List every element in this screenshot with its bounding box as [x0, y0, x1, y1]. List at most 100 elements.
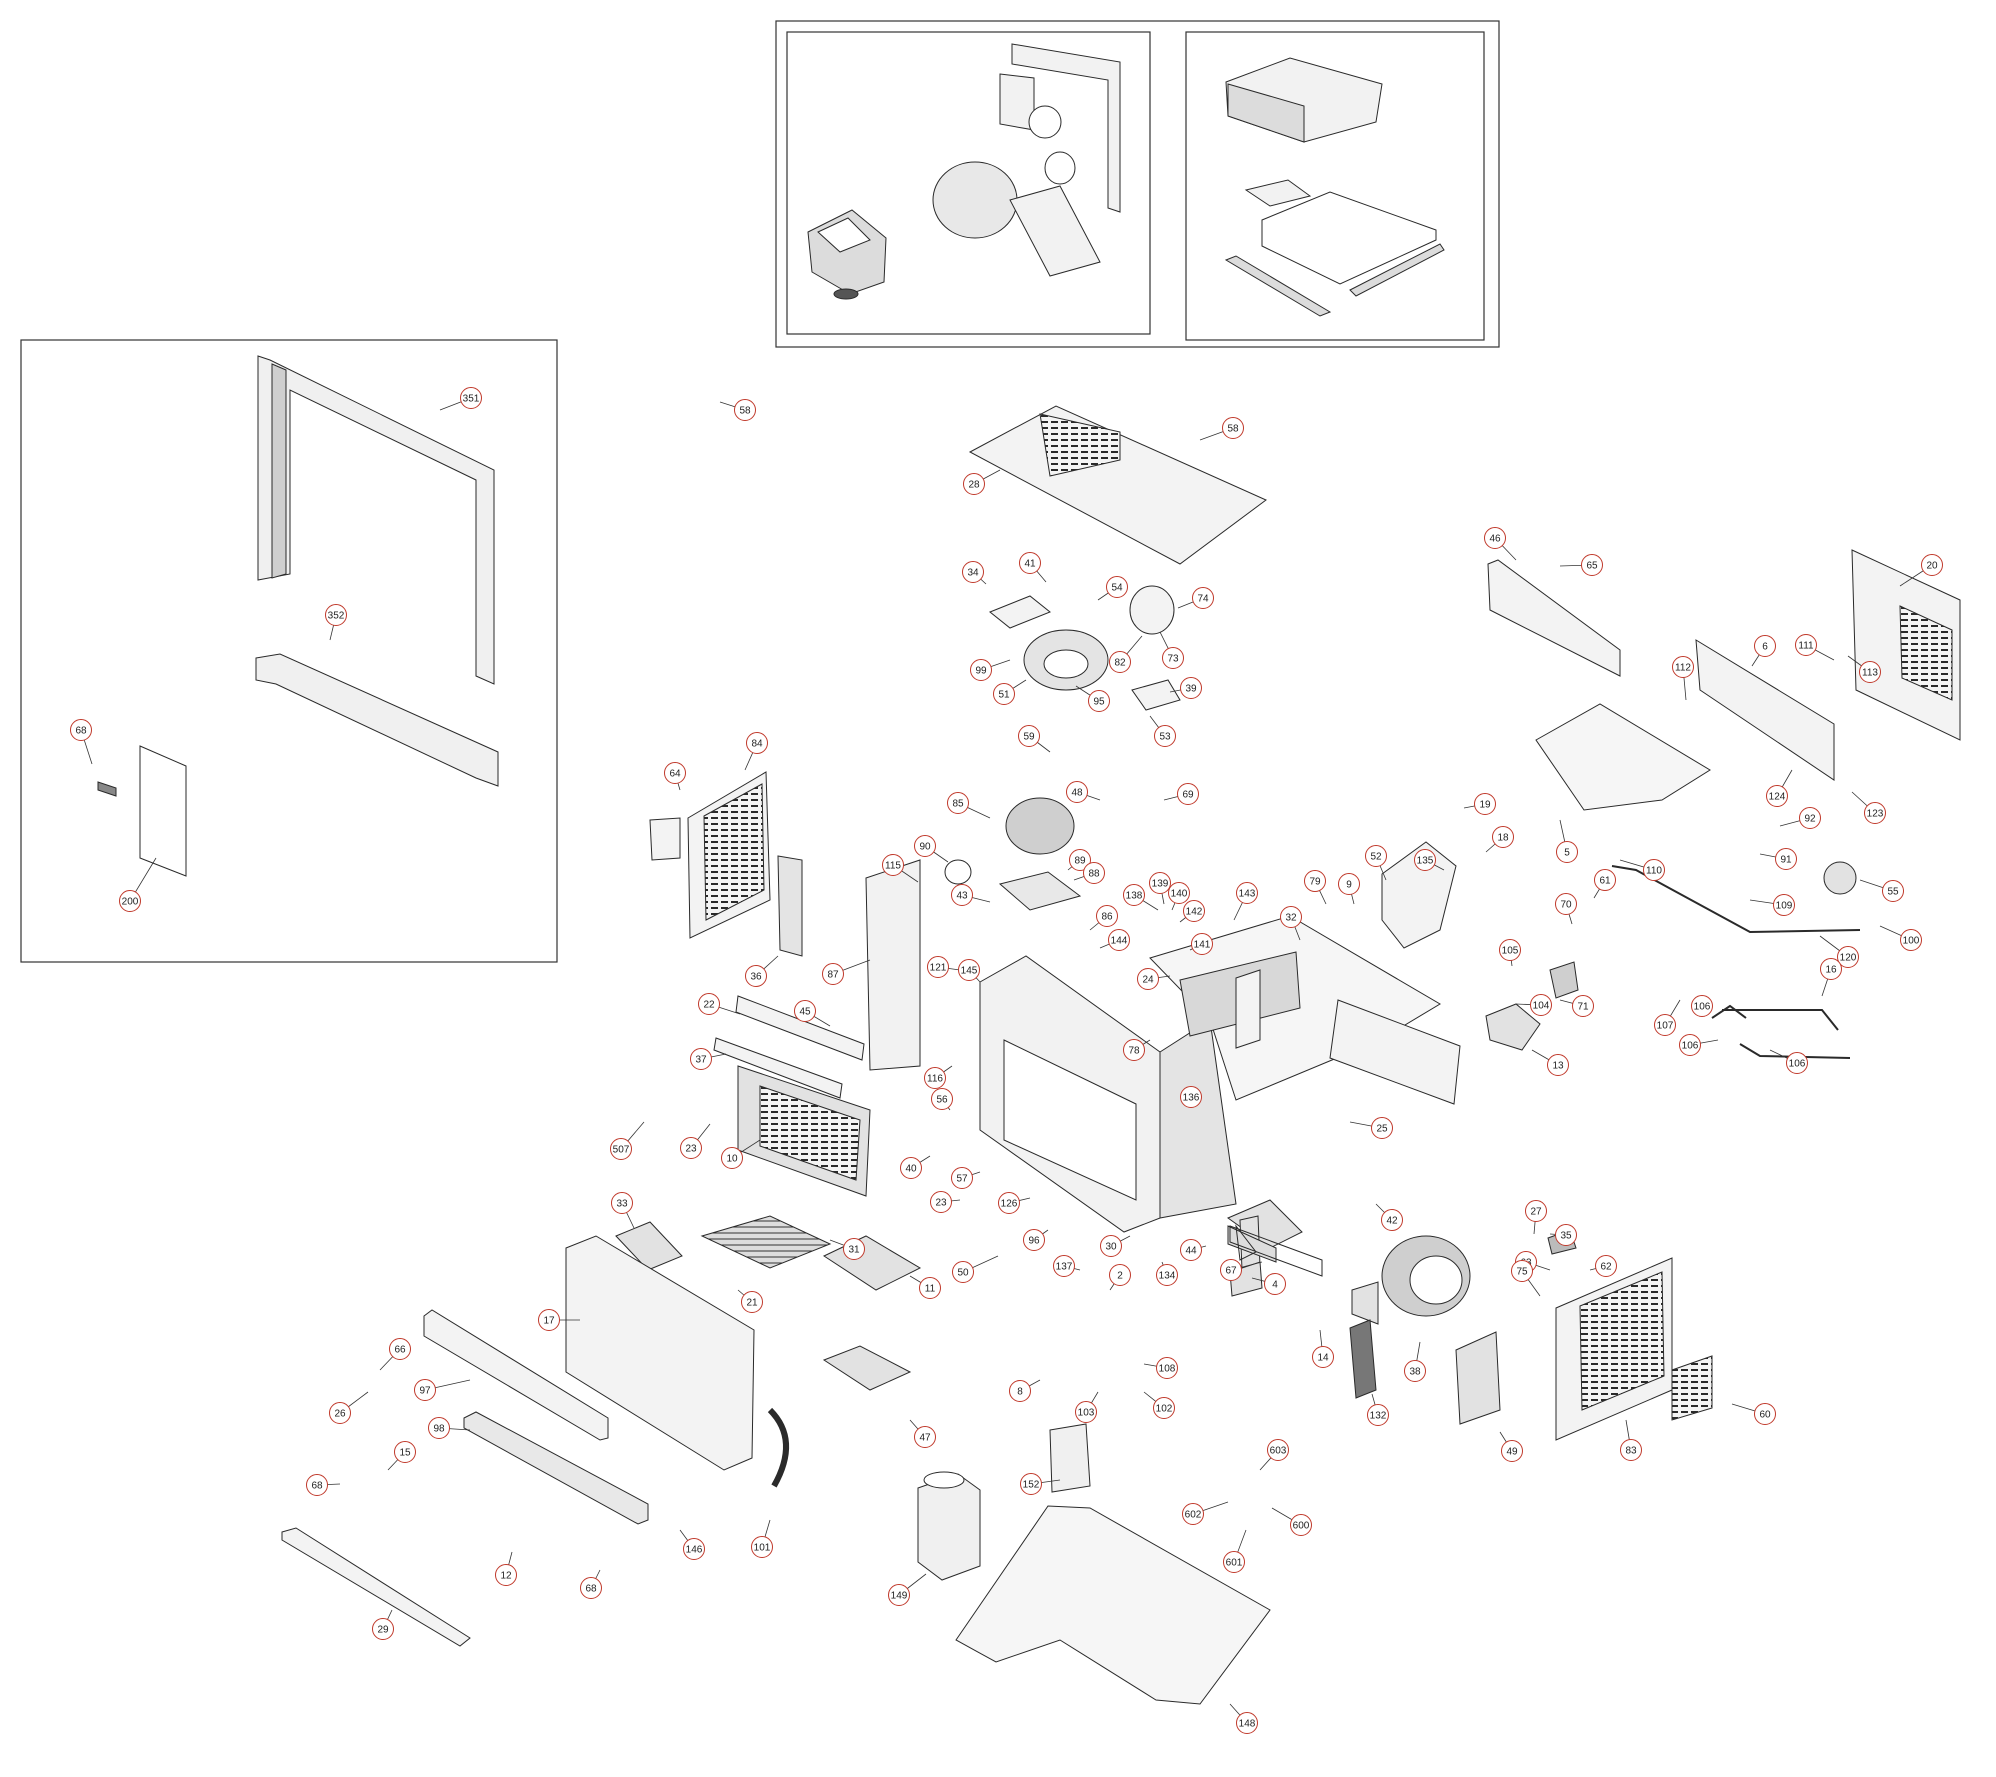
callout-35: 35 [1549, 1224, 1577, 1246]
callout-106: 106 [1769, 1049, 1808, 1074]
callout-circle [741, 1291, 763, 1313]
callout-circle [914, 835, 936, 857]
part-number: 51 [998, 690, 1010, 701]
part-number: 138 [1126, 891, 1143, 902]
callout-circle [1492, 826, 1514, 848]
callout-109: 109 [1749, 894, 1795, 916]
callout-97: 97 [414, 1379, 471, 1401]
part-number: 52 [1370, 852, 1382, 863]
callout-circle [746, 732, 768, 754]
callout-110: 110 [1619, 859, 1665, 881]
part-number: 38 [1409, 1367, 1421, 1378]
part-number: 26 [334, 1409, 346, 1420]
callout-92: 92 [1779, 807, 1821, 829]
callout-91: 91 [1759, 848, 1797, 870]
part-number: 17 [543, 1316, 555, 1327]
callout-68: 68 [580, 1569, 602, 1599]
part-number: 97 [419, 1386, 431, 1397]
part-number: 2 [1117, 1271, 1123, 1282]
callout-106: 106 [1691, 995, 1713, 1017]
callout-14: 14 [1312, 1329, 1334, 1368]
callout-26: 26 [329, 1391, 369, 1424]
callout-circle [1109, 1264, 1131, 1286]
callout-9: 9 [1338, 873, 1360, 905]
part-number: 14 [1317, 1353, 1329, 1364]
part-number: 142 [1186, 907, 1203, 918]
callout-90: 90 [914, 835, 949, 863]
callout-circle [1530, 994, 1552, 1016]
part-number: 88 [1088, 869, 1100, 880]
callout-47: 47 [909, 1419, 936, 1448]
callout-circle [1594, 869, 1616, 891]
callout-circle [1620, 1439, 1642, 1461]
part-number: 46 [1489, 534, 1501, 545]
part-number: 44 [1185, 1246, 1197, 1257]
part-number: 8 [1017, 1387, 1023, 1398]
part-number: 109 [1776, 901, 1793, 912]
part-number: 98 [433, 1424, 445, 1435]
part-number: 6 [1762, 642, 1768, 653]
part-number: 18 [1497, 833, 1509, 844]
callout-124: 124 [1766, 769, 1793, 807]
callout-circle [1556, 841, 1578, 863]
callout-circle [611, 1192, 633, 1214]
callout-circle [1799, 807, 1821, 829]
callout-15: 15 [387, 1441, 416, 1471]
callout-54: 54 [1097, 576, 1128, 601]
callout-circle [1511, 1260, 1533, 1282]
callout-circle [919, 1277, 941, 1299]
inset-blower-box [807, 209, 887, 300]
callout-circle [329, 1402, 351, 1424]
part-number: 90 [919, 842, 931, 853]
part-number: 87 [827, 970, 839, 981]
callout-70: 70 [1555, 893, 1577, 925]
callout-101: 101 [751, 1519, 773, 1558]
callout-circle [1280, 906, 1302, 928]
callout-circle [70, 719, 92, 741]
callout-30: 30 [1100, 1235, 1131, 1257]
callout-circle [1859, 661, 1881, 683]
part-number: 124 [1769, 792, 1786, 803]
callout-circle [538, 1309, 560, 1331]
callout-circle [1023, 1229, 1045, 1251]
callout-circle [1053, 1255, 1075, 1277]
callout-circle [1096, 905, 1118, 927]
callout-circle [1921, 554, 1943, 576]
part-number: 9 [1346, 880, 1352, 891]
part-number: 200 [122, 897, 139, 908]
part-number: 21 [746, 1298, 758, 1309]
callout-circle [947, 792, 969, 814]
firebox-body [865, 859, 1461, 1233]
callout-circle [372, 1618, 394, 1640]
part-number: 22 [703, 1000, 715, 1011]
callout-41: 41 [1019, 552, 1047, 583]
part-number: 106 [1694, 1002, 1711, 1013]
callout-circle [1083, 862, 1105, 884]
callout-11: 11 [909, 1275, 941, 1299]
callout-25: 25 [1349, 1117, 1393, 1139]
hopper-assembly [1487, 549, 1961, 895]
part-number: 45 [799, 1007, 811, 1018]
callout-144: 144 [1099, 929, 1130, 951]
callout-134: 134 [1156, 1261, 1178, 1286]
part-number: 110 [1646, 866, 1662, 877]
part-number: 16 [1825, 965, 1837, 976]
callout-circle [1123, 1039, 1145, 1061]
part-number: 107 [1657, 1021, 1674, 1032]
part-number: 65 [1586, 561, 1598, 572]
part-number: 70 [1560, 900, 1572, 911]
callout-23: 23 [680, 1123, 711, 1159]
part-number: 68 [585, 1584, 597, 1595]
part-number: 82 [1114, 658, 1126, 669]
callout-53: 53 [1149, 715, 1176, 747]
callout-circle [325, 604, 347, 626]
callout-circle [1371, 1117, 1393, 1139]
callout-12: 12 [495, 1551, 517, 1586]
callout-circle [1019, 552, 1041, 574]
callout-circle [1775, 848, 1797, 870]
callout-60: 60 [1731, 1403, 1776, 1425]
part-number: 28 [968, 480, 980, 491]
callout-circle [680, 1137, 702, 1159]
callout-58: 58 [719, 399, 756, 421]
callout-circle [1182, 1503, 1204, 1525]
